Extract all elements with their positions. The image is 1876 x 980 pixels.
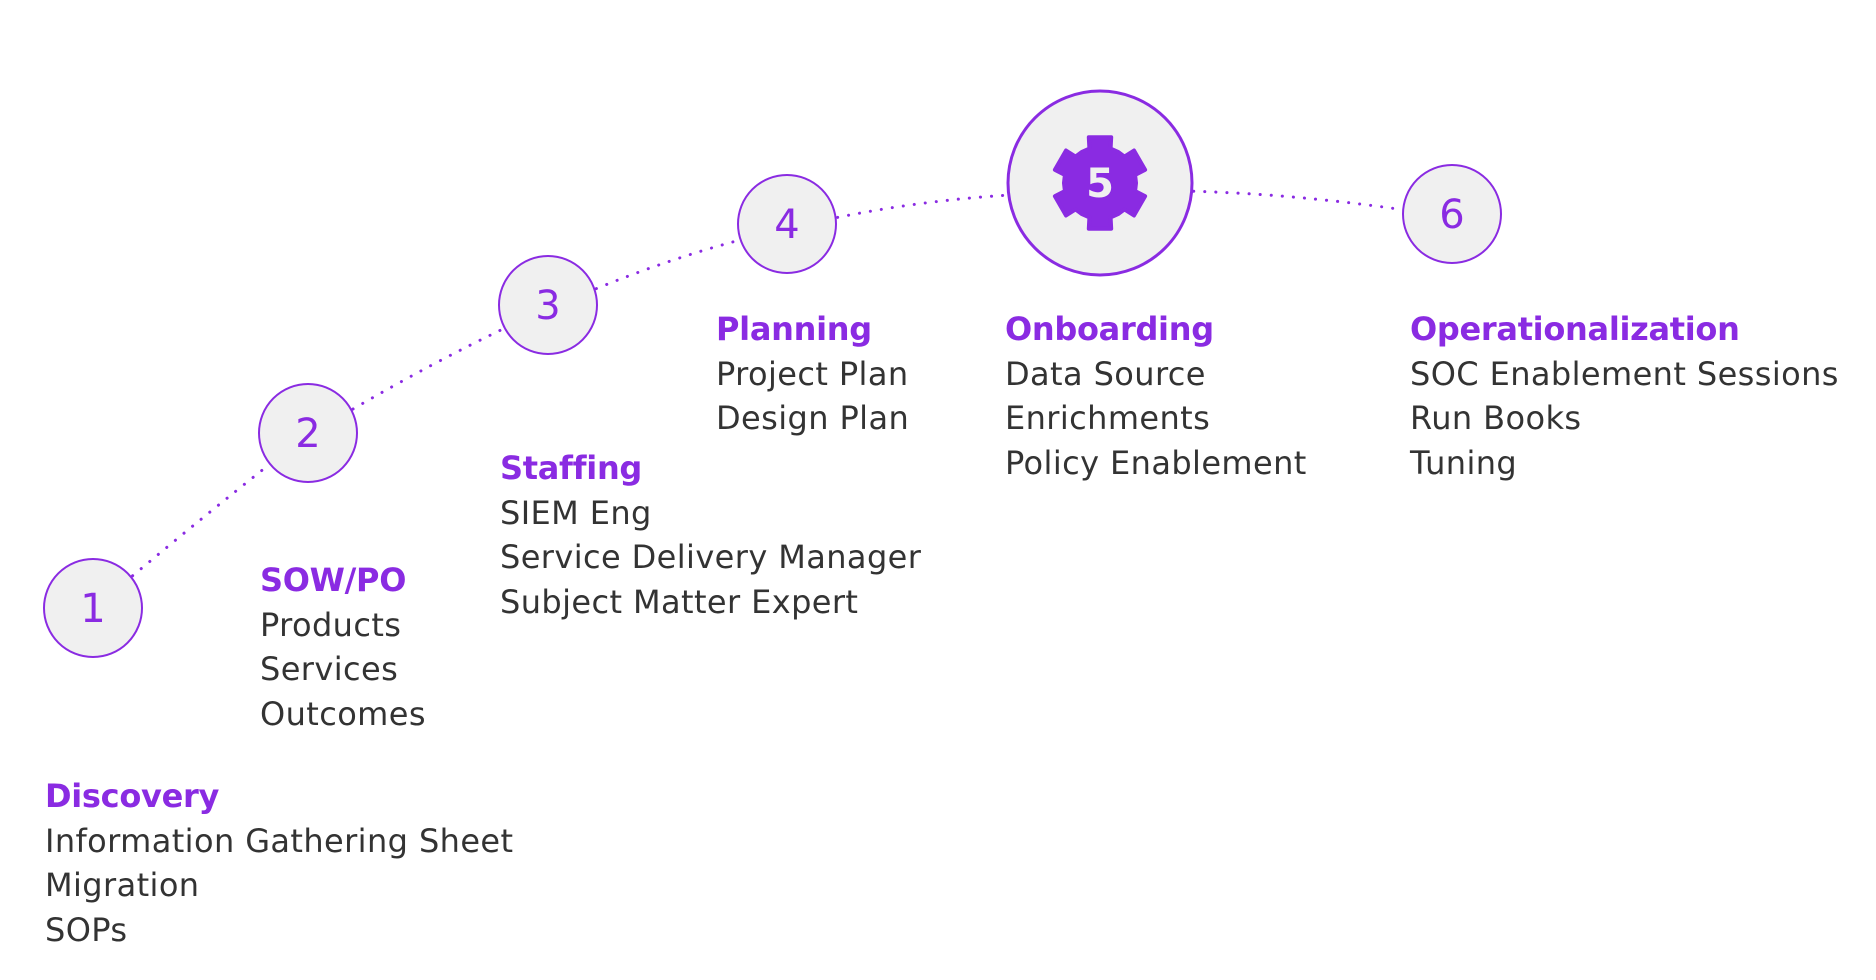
connector-dots [594, 238, 741, 291]
connector-dots [836, 193, 1009, 219]
step-item: Policy Enablement [1005, 443, 1307, 482]
step-node-6: 6 [1402, 164, 1502, 264]
step-node-4: 4 [737, 174, 837, 274]
step-item: Subject Matter Expert [500, 582, 859, 621]
step-title: Discovery [45, 777, 220, 815]
step-circle [258, 383, 358, 483]
step-nodes: 1 2 3 4 5 6 [43, 89, 1502, 658]
connector-dots [131, 463, 270, 578]
step-title: Planning [716, 310, 872, 348]
step-node-2: 2 [258, 383, 358, 483]
step-circle [43, 558, 143, 658]
step-circle [737, 174, 837, 274]
step-item: Design Plan [716, 399, 910, 437]
step-item: Migration [45, 866, 200, 904]
step-item: Data Source [1005, 354, 1206, 393]
step-item: SOPs [45, 910, 128, 949]
step-onboarding-block: Onboarding Data Source Enrichments Polic… [1005, 307, 1307, 485]
step-title: Onboarding [1005, 310, 1214, 348]
step-node-3: 3 [498, 255, 598, 355]
step-title: Staffing [500, 449, 643, 487]
step-item: Products [260, 605, 402, 644]
step-operationalization-block: Operationalization SOC Enablement Sessio… [1410, 307, 1839, 485]
step-circle [498, 255, 598, 355]
step-circle [1402, 164, 1502, 264]
step-number: 2 [295, 411, 320, 457]
step-discovery-block: Discovery Information Gathering Sheet Mi… [45, 774, 513, 952]
step-item: SOC Enablement Sessions [1410, 354, 1839, 393]
step-staffing-block: Staffing SIEM Eng Service Delivery Manag… [500, 446, 921, 624]
step-planning-block: Planning Project Plan Design Plan [716, 307, 909, 441]
step-number: 6 [1439, 192, 1464, 238]
step-node-1: 1 [43, 558, 143, 658]
step-number: 4 [774, 202, 799, 248]
step-item: Services [260, 650, 399, 688]
step-item: Service Delivery Manager [500, 538, 922, 576]
step-item: Outcomes [260, 694, 426, 733]
step-item: SIEM Eng [500, 493, 652, 532]
step-title: SOW/PO [260, 561, 407, 599]
step-item: Information Gathering Sheet [45, 821, 514, 860]
step-node-5: 5 [1006, 89, 1194, 277]
step-item: Run Books [1410, 399, 1582, 437]
step-item: Enrichments [1005, 399, 1211, 437]
connector-dots [1192, 189, 1403, 212]
connector-dots [351, 327, 505, 411]
step-item: Tuning [1410, 443, 1518, 482]
step-number: 1 [80, 586, 105, 632]
step-number: 3 [535, 283, 560, 329]
step-title: Operationalization [1410, 310, 1740, 348]
step-item: Project Plan [716, 354, 909, 393]
step-sow-po-block: SOW/PO Products Services Outcomes [260, 558, 426, 736]
connector-path [131, 189, 1403, 578]
step-number: 5 [1086, 161, 1114, 207]
gear-icon [1052, 135, 1148, 231]
